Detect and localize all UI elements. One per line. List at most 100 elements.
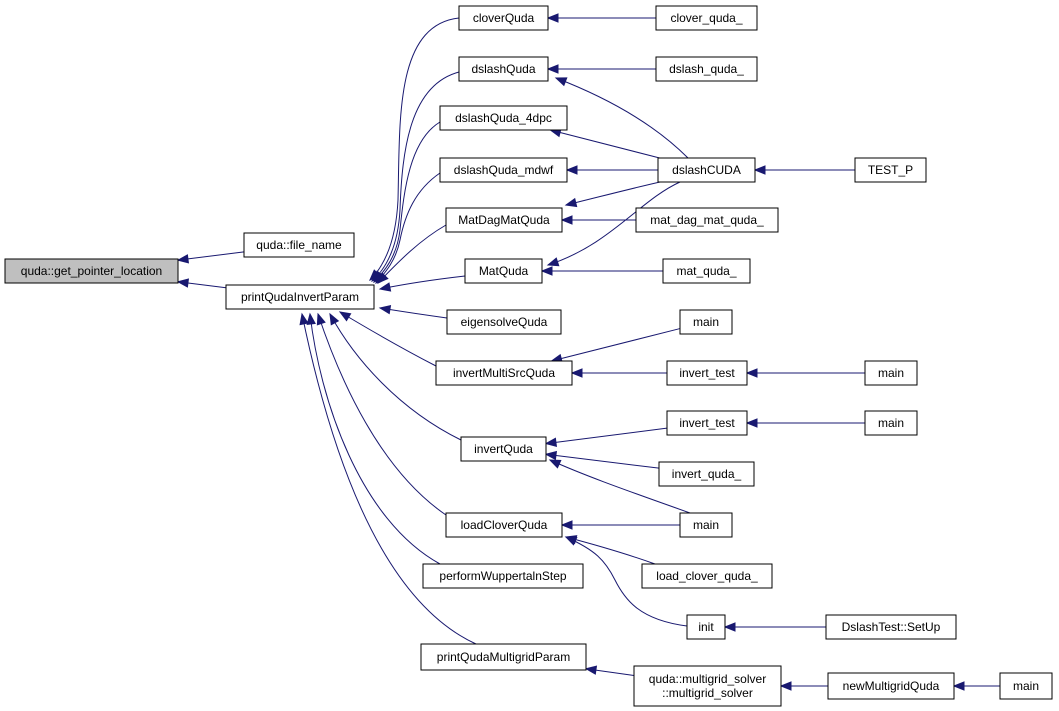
node-printQudaInvertParam[interactable]: printQudaInvertParam: [225, 284, 375, 310]
node-label: invert_test: [679, 366, 735, 380]
node-box: [999, 672, 1053, 700]
node-printQudaMultigridParam[interactable]: printQudaMultigridParam: [420, 643, 587, 671]
edge-main_d-to-invertQuda: [548, 459, 691, 514]
node-mat_quda_[interactable]: mat_quda_: [662, 258, 751, 284]
node-label: dslashQuda_4dpc: [455, 111, 552, 125]
node-box: [666, 360, 748, 386]
edge-dslashCUDA-to-dslashQuda: [554, 77, 689, 159]
node-invertMultiSrcQuda[interactable]: invertMultiSrcQuda: [435, 360, 573, 386]
node-box: [445, 512, 563, 538]
edge-dslashQuda_4dpc-to-printQudaInvertParam: [373, 121, 441, 283]
node-main_d[interactable]: main: [679, 512, 733, 538]
node-label: mat_dag_mat_quda_: [650, 213, 764, 227]
arrow-head-icon: [560, 215, 573, 225]
arrow-head-icon: [546, 64, 559, 74]
node-box: [435, 360, 573, 386]
edge-line: [550, 129, 660, 159]
node-dslashCUDA[interactable]: dslashCUDA: [657, 157, 756, 183]
node-label: MatDagMatQuda: [458, 213, 550, 227]
node-dslash_quda_[interactable]: dslash_quda_: [655, 56, 758, 82]
edge-clover_quda_-to-cloverQuda: [546, 13, 656, 23]
node-box: [635, 207, 779, 233]
node-box: [686, 614, 726, 640]
arrow-head-icon: [546, 257, 560, 267]
node-load_clover_quda_[interactable]: load_clover_quda_: [641, 563, 773, 589]
node-invert_quda_[interactable]: invert_quda_: [658, 461, 755, 487]
node-label: dslashQuda_mdwf: [454, 163, 554, 177]
node-box: [679, 309, 733, 335]
edge-line: [301, 313, 477, 645]
node-TEST_P[interactable]: TEST_P: [854, 157, 927, 183]
arrow-head-icon: [564, 197, 578, 208]
node-box: [825, 614, 957, 640]
edge-line: [545, 427, 668, 445]
node-main_e[interactable]: main: [999, 672, 1053, 700]
node-file_name[interactable]: quda::file_name: [243, 232, 355, 258]
node-label: loadCloverQuda: [461, 518, 548, 532]
node-invert_test_a[interactable]: invert_test: [666, 360, 748, 386]
arrow-head-icon: [316, 312, 326, 326]
arrow-head-icon: [570, 368, 583, 378]
node-dslashQuda_mdwf[interactable]: dslashQuda_mdwf: [439, 157, 568, 183]
node-box: [439, 105, 568, 131]
edge-line: [373, 121, 441, 283]
node-MatDagMatQuda[interactable]: MatDagMatQuda: [445, 207, 563, 233]
node-mat_dag_mat_quda_[interactable]: mat_dag_mat_quda_: [635, 207, 779, 233]
arrow-head-icon: [564, 536, 578, 546]
edge-invert_quda_-to-invertQuda: [544, 450, 660, 469]
node-box: [422, 563, 584, 589]
edge-dslashQuda_mdwf-to-printQudaInvertParam: [375, 172, 441, 284]
node-newMultigridQuda[interactable]: newMultigridQuda: [827, 672, 955, 700]
node-label: quda::multigrid_solver: [649, 672, 766, 686]
node-main_c[interactable]: main: [864, 410, 918, 436]
node-invert_test_b[interactable]: invert_test: [666, 410, 748, 436]
node-label: dslashQuda: [471, 62, 535, 76]
node-label: quda::get_pointer_location: [21, 264, 162, 278]
node-label: MatQuda: [479, 264, 529, 278]
node-box: [864, 360, 918, 386]
node-MatQuda[interactable]: MatQuda: [464, 258, 543, 284]
node-box: [439, 157, 568, 183]
nodes-layer: quda::get_pointer_location quda::file_nam…: [4, 5, 1053, 707]
node-clover_quda_[interactable]: clover_quda_: [655, 5, 758, 31]
edge-main_e-to-newMultigridQuda: [952, 681, 1000, 691]
edge-invertMultiSrcQuda-to-printQudaInvertParam: [338, 311, 437, 367]
node-label: DslashTest::SetUp: [842, 620, 941, 634]
arrow-head-icon: [753, 165, 766, 175]
edges-layer: [176, 13, 1000, 691]
edge-main_b-to-invert_test_a: [745, 368, 865, 378]
node-dslashQuda[interactable]: dslashQuda: [458, 56, 549, 82]
node-box: [679, 512, 733, 538]
edge-mat_quda_-to-MatQuda: [540, 266, 663, 276]
edge-line: [317, 313, 447, 516]
arrow-head-icon: [544, 450, 558, 461]
node-main_b[interactable]: main: [864, 360, 918, 386]
node-label: newMultigridQuda: [843, 679, 940, 693]
node-box: [658, 461, 755, 487]
node-box: [662, 258, 751, 284]
node-main_a[interactable]: main: [679, 309, 733, 335]
edge-printQudaMultigridParam-to-printQudaInvertParam: [299, 312, 477, 645]
node-eigensolveQuda[interactable]: eigensolveQuda: [446, 309, 562, 335]
node-dslashQuda_4dpc[interactable]: dslashQuda_4dpc: [439, 105, 568, 131]
node-box: [458, 56, 549, 82]
arrow-head-icon: [546, 13, 559, 23]
edge-line: [339, 311, 437, 367]
node-multigrid_solver[interactable]: quda::multigrid_solver::multigrid_solver: [633, 665, 782, 707]
edge-multigrid_solver-to-printQudaMultigridParam: [584, 665, 635, 677]
node-invertQuda[interactable]: invertQuda: [460, 436, 547, 462]
arrow-head-icon: [540, 266, 553, 276]
arrow-head-icon: [378, 282, 392, 292]
node-performWuppertalnStep[interactable]: performWuppertalnStep: [422, 563, 584, 589]
node-box: [864, 410, 918, 436]
edge-main_a-to-invertMultiSrcQuda: [550, 328, 681, 364]
node-box: [854, 157, 927, 183]
node-init[interactable]: init: [686, 614, 726, 640]
node-loadCloverQuda[interactable]: loadCloverQuda: [445, 512, 563, 538]
node-cloverQuda[interactable]: cloverQuda: [458, 5, 549, 31]
edge-line: [177, 251, 245, 261]
node-label: TEST_P: [868, 163, 913, 177]
node-DslashTest_SetUp[interactable]: DslashTest::SetUp: [825, 614, 957, 640]
edge-MatDagMatQuda-to-printQudaInvertParam: [377, 224, 447, 284]
